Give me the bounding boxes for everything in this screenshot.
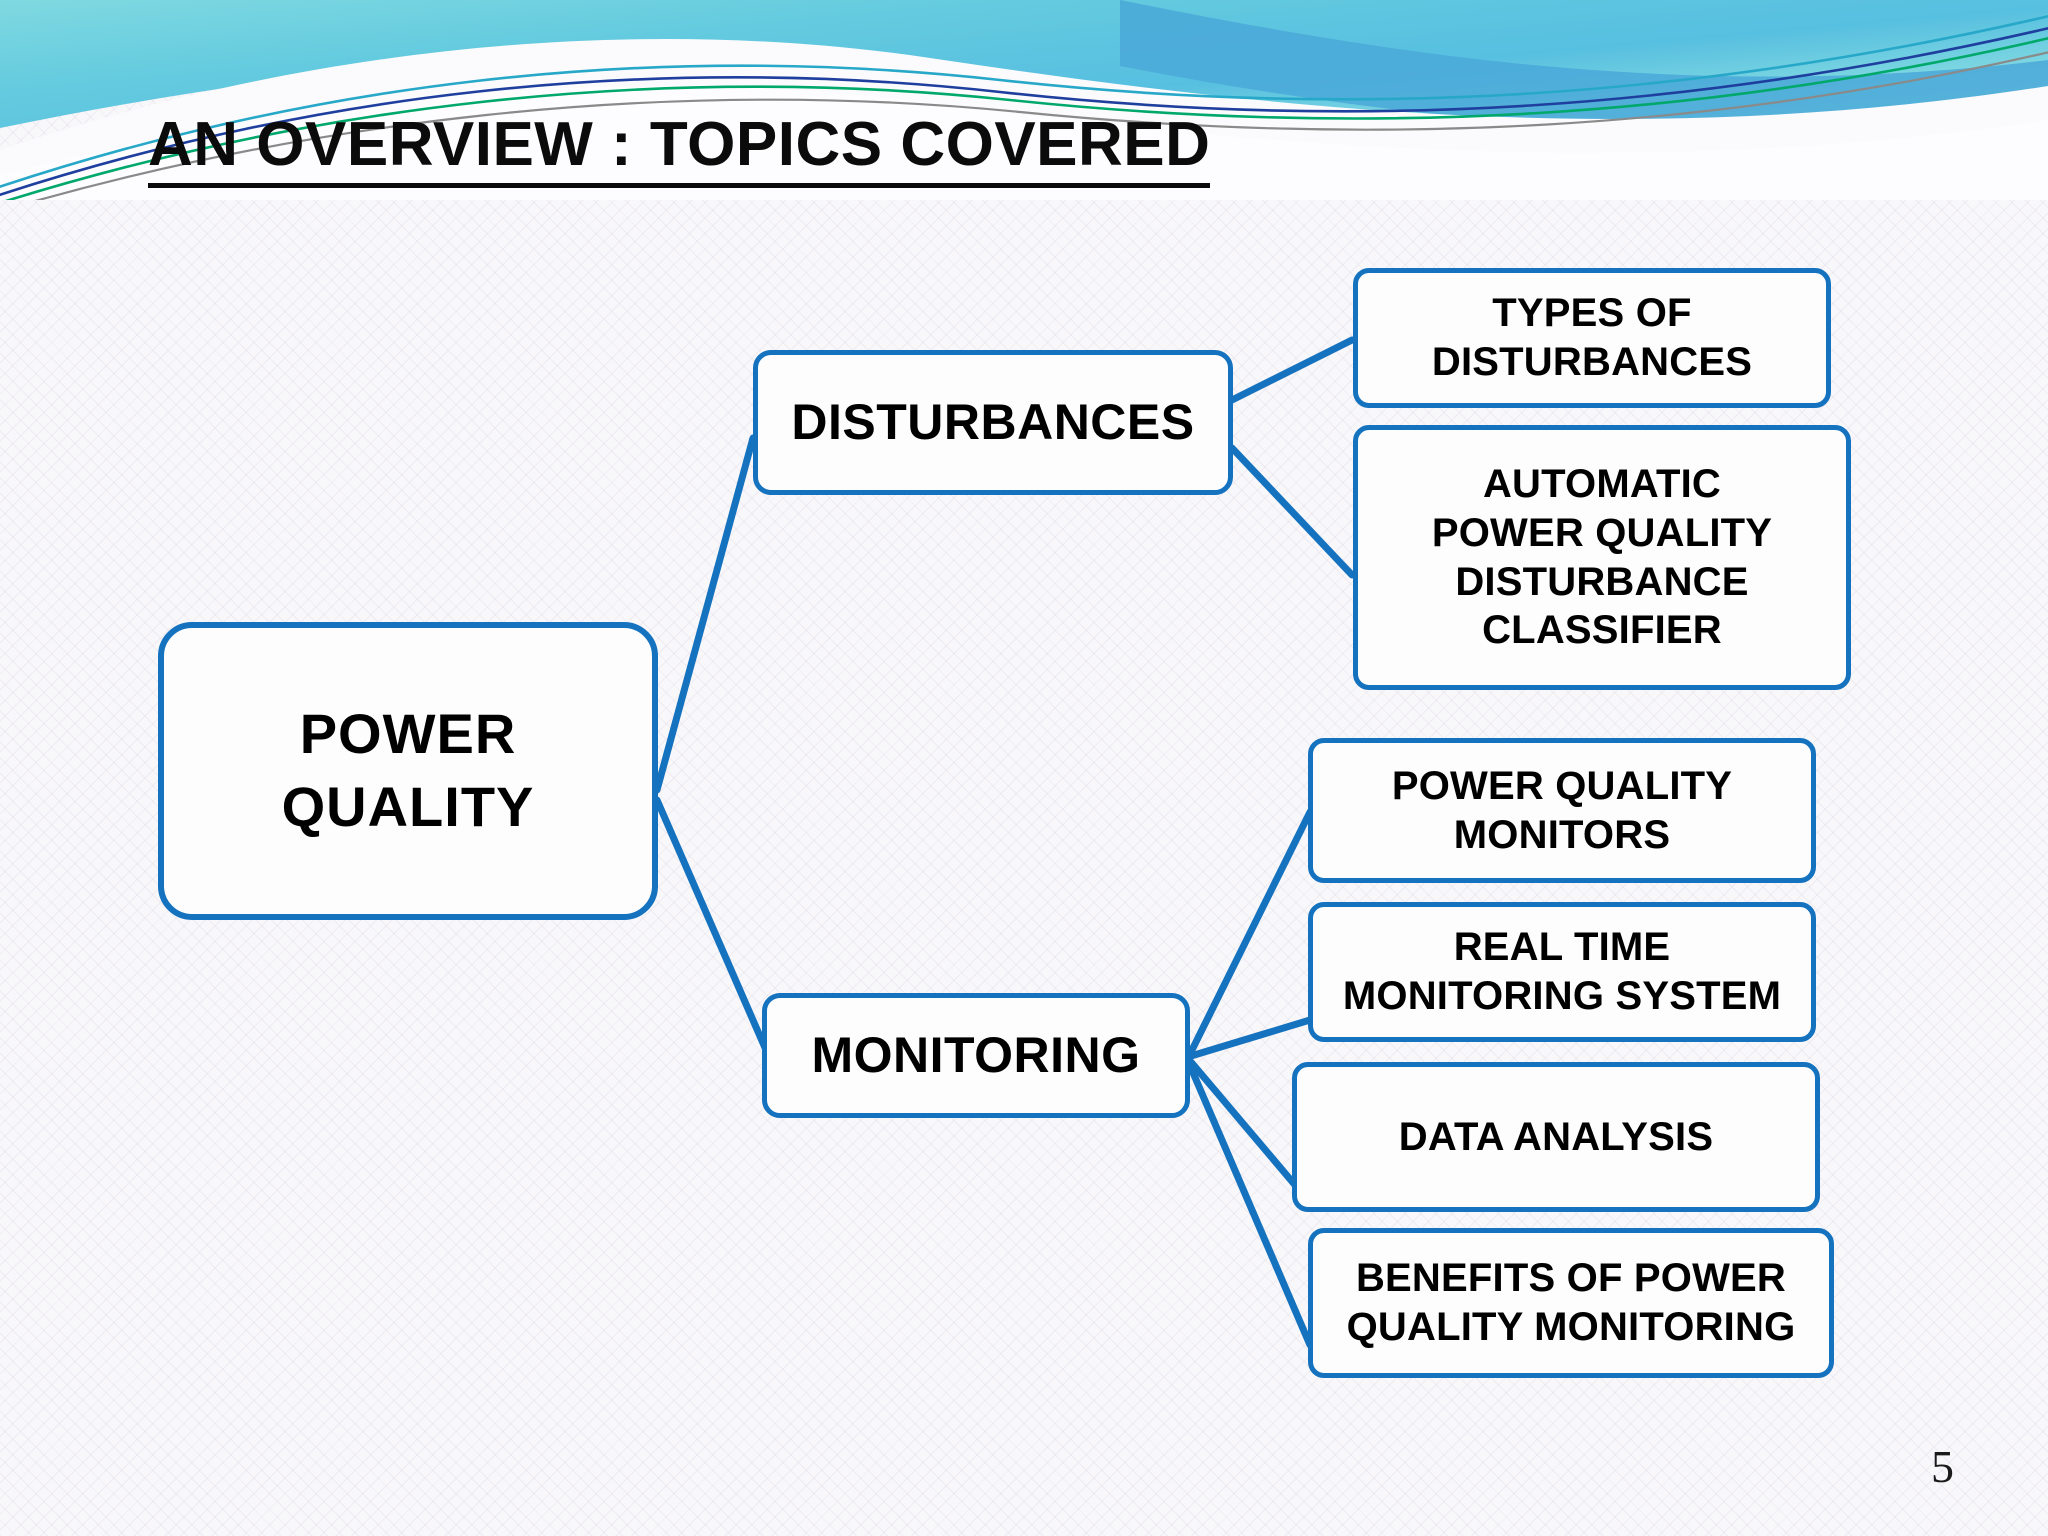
node-disturbances[interactable]: DISTURBANCES xyxy=(753,350,1233,495)
node-monitoring[interactable]: MONITORING xyxy=(762,993,1190,1118)
node-data-analysis[interactable]: DATA ANALYSIS xyxy=(1292,1062,1820,1212)
node-power-quality[interactable]: POWER QUALITY xyxy=(158,622,658,920)
node-types-of-disturbances[interactable]: TYPES OF DISTURBANCES xyxy=(1353,268,1831,408)
node-power-quality-monitors[interactable]: POWER QUALITY MONITORS xyxy=(1308,738,1816,883)
slide-title: AN OVERVIEW : TOPICS COVERED xyxy=(148,111,1211,188)
page-number: 5 xyxy=(1931,1441,1954,1492)
node-benefits-of-power-quality-monitoring[interactable]: BENEFITS OF POWER QUALITY MONITORING xyxy=(1308,1228,1834,1378)
node-automatic-pq-disturbance-classifier[interactable]: AUTOMATIC POWER QUALITY DISTURBANCE CLAS… xyxy=(1353,425,1851,690)
node-real-time-monitoring-system[interactable]: REAL TIME MONITORING SYSTEM xyxy=(1308,902,1816,1042)
